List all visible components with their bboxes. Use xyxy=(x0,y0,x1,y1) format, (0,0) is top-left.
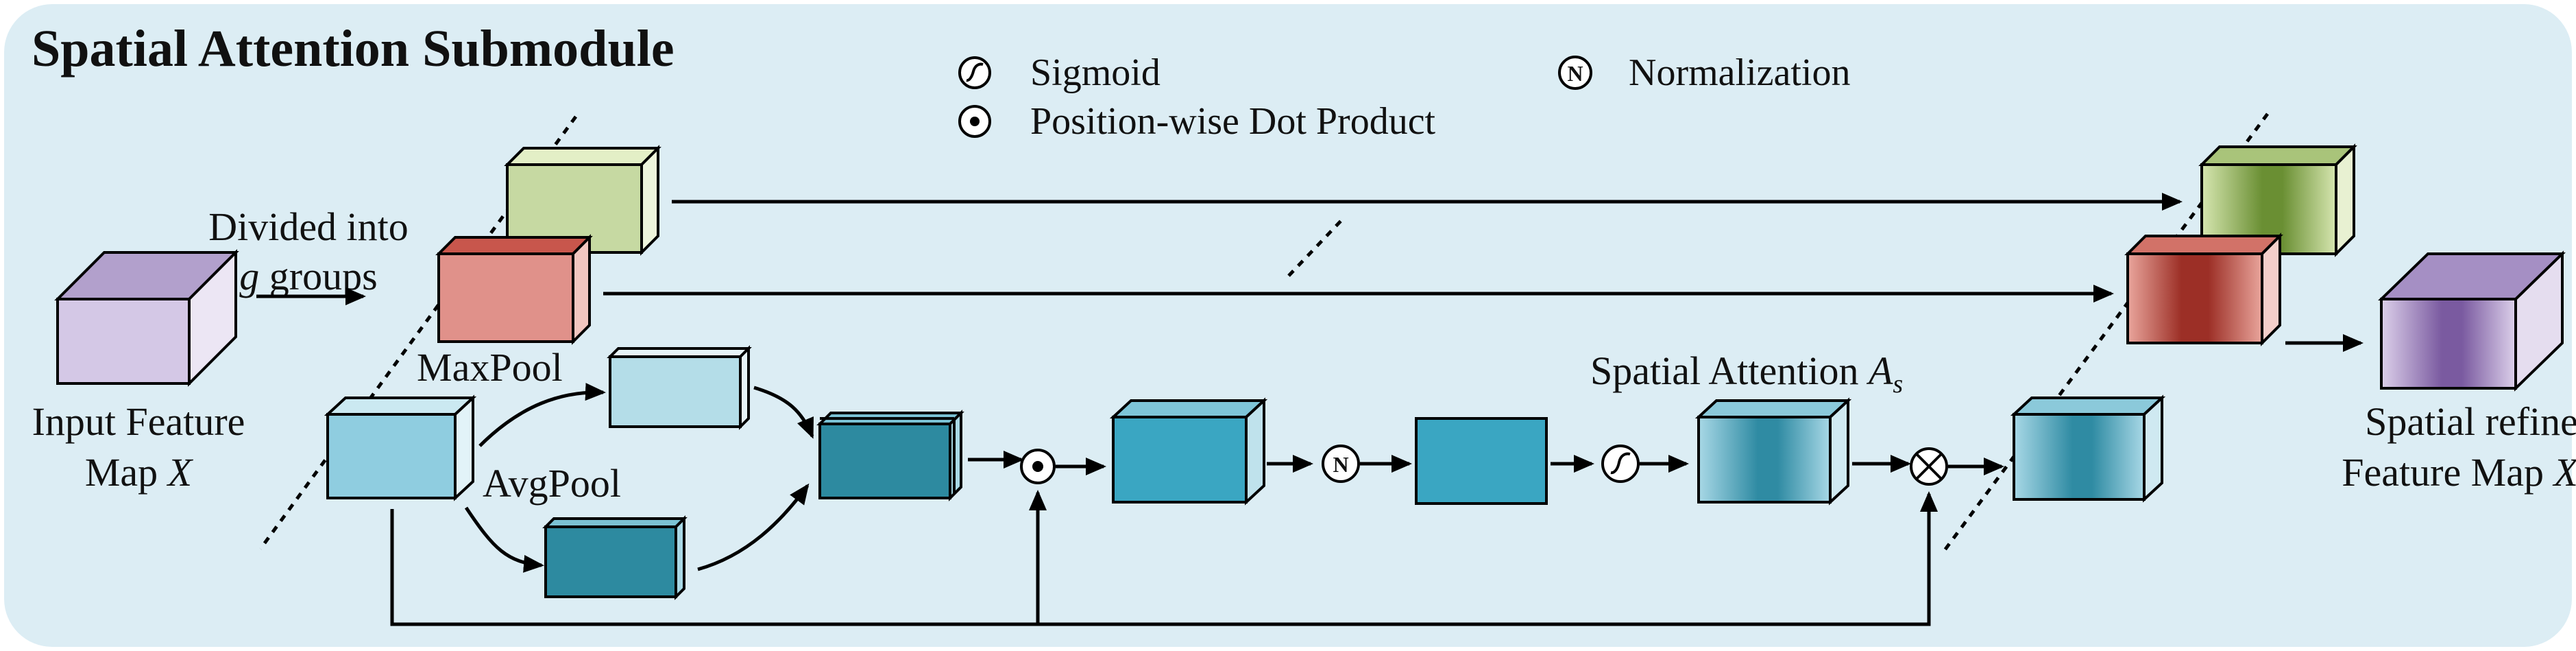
diagram-title: Spatial Attention Submodule xyxy=(32,20,675,78)
spatial-attention-label: Spatial Attention As xyxy=(1590,348,1903,399)
arrow-to-avgpool xyxy=(464,506,544,573)
legend-dot-label: Position-wise Dot Product xyxy=(1030,100,1436,143)
input-label-line1: Input Feature xyxy=(32,399,245,444)
sigmoid-node xyxy=(1601,445,1640,483)
input-label-line2: Map X xyxy=(85,450,194,495)
normalization-node: N xyxy=(1322,445,1360,483)
dot-output-cube xyxy=(1109,397,1268,506)
arrow-maxpool-to-concat xyxy=(753,386,814,439)
legend-norm-label: Normalization xyxy=(1629,51,1850,94)
output-label-line1: Spatial refined xyxy=(2365,399,2576,444)
sigmoid-icon xyxy=(958,56,991,89)
avgpool-label: AvgPool xyxy=(483,461,621,506)
refined-group-cube xyxy=(2010,394,2166,503)
group-feature-cube xyxy=(324,394,477,501)
normalization-icon: N xyxy=(1558,56,1592,90)
multiply-node xyxy=(1910,447,1948,486)
divided-label-line1: Divided into xyxy=(208,204,409,249)
concatenated-cube xyxy=(816,410,964,501)
arrow-to-maxpool xyxy=(478,383,606,447)
legend-sigmoid-label: Sigmoid xyxy=(1030,51,1161,94)
normalized-cube xyxy=(1415,417,1548,505)
legend: Sigmoid Position-wise Dot Product N Norm… xyxy=(958,51,1850,143)
final-feature-cube xyxy=(2378,250,2566,392)
dot-product-node xyxy=(1020,449,1056,484)
output-label-line2: Feature Map Xs xyxy=(2342,450,2576,500)
maxpool-label: MaxPool xyxy=(417,345,563,390)
avgpool-cube xyxy=(542,515,688,600)
divided-label-line2: g groups xyxy=(239,254,377,298)
red-group-cube xyxy=(435,234,593,345)
right-group-divider xyxy=(1941,113,2270,554)
maxpool-cube xyxy=(607,345,752,430)
spatial-attention-cube xyxy=(1694,397,1852,506)
input-feature-cube xyxy=(54,249,239,387)
svg-text:N: N xyxy=(1567,61,1583,86)
dot-product-icon xyxy=(958,105,991,138)
output-red-cube xyxy=(2124,233,2283,346)
svg-text:N: N xyxy=(1333,452,1348,477)
skip-connection xyxy=(390,491,1938,626)
arrow-avgpool-to-concat xyxy=(697,483,810,571)
